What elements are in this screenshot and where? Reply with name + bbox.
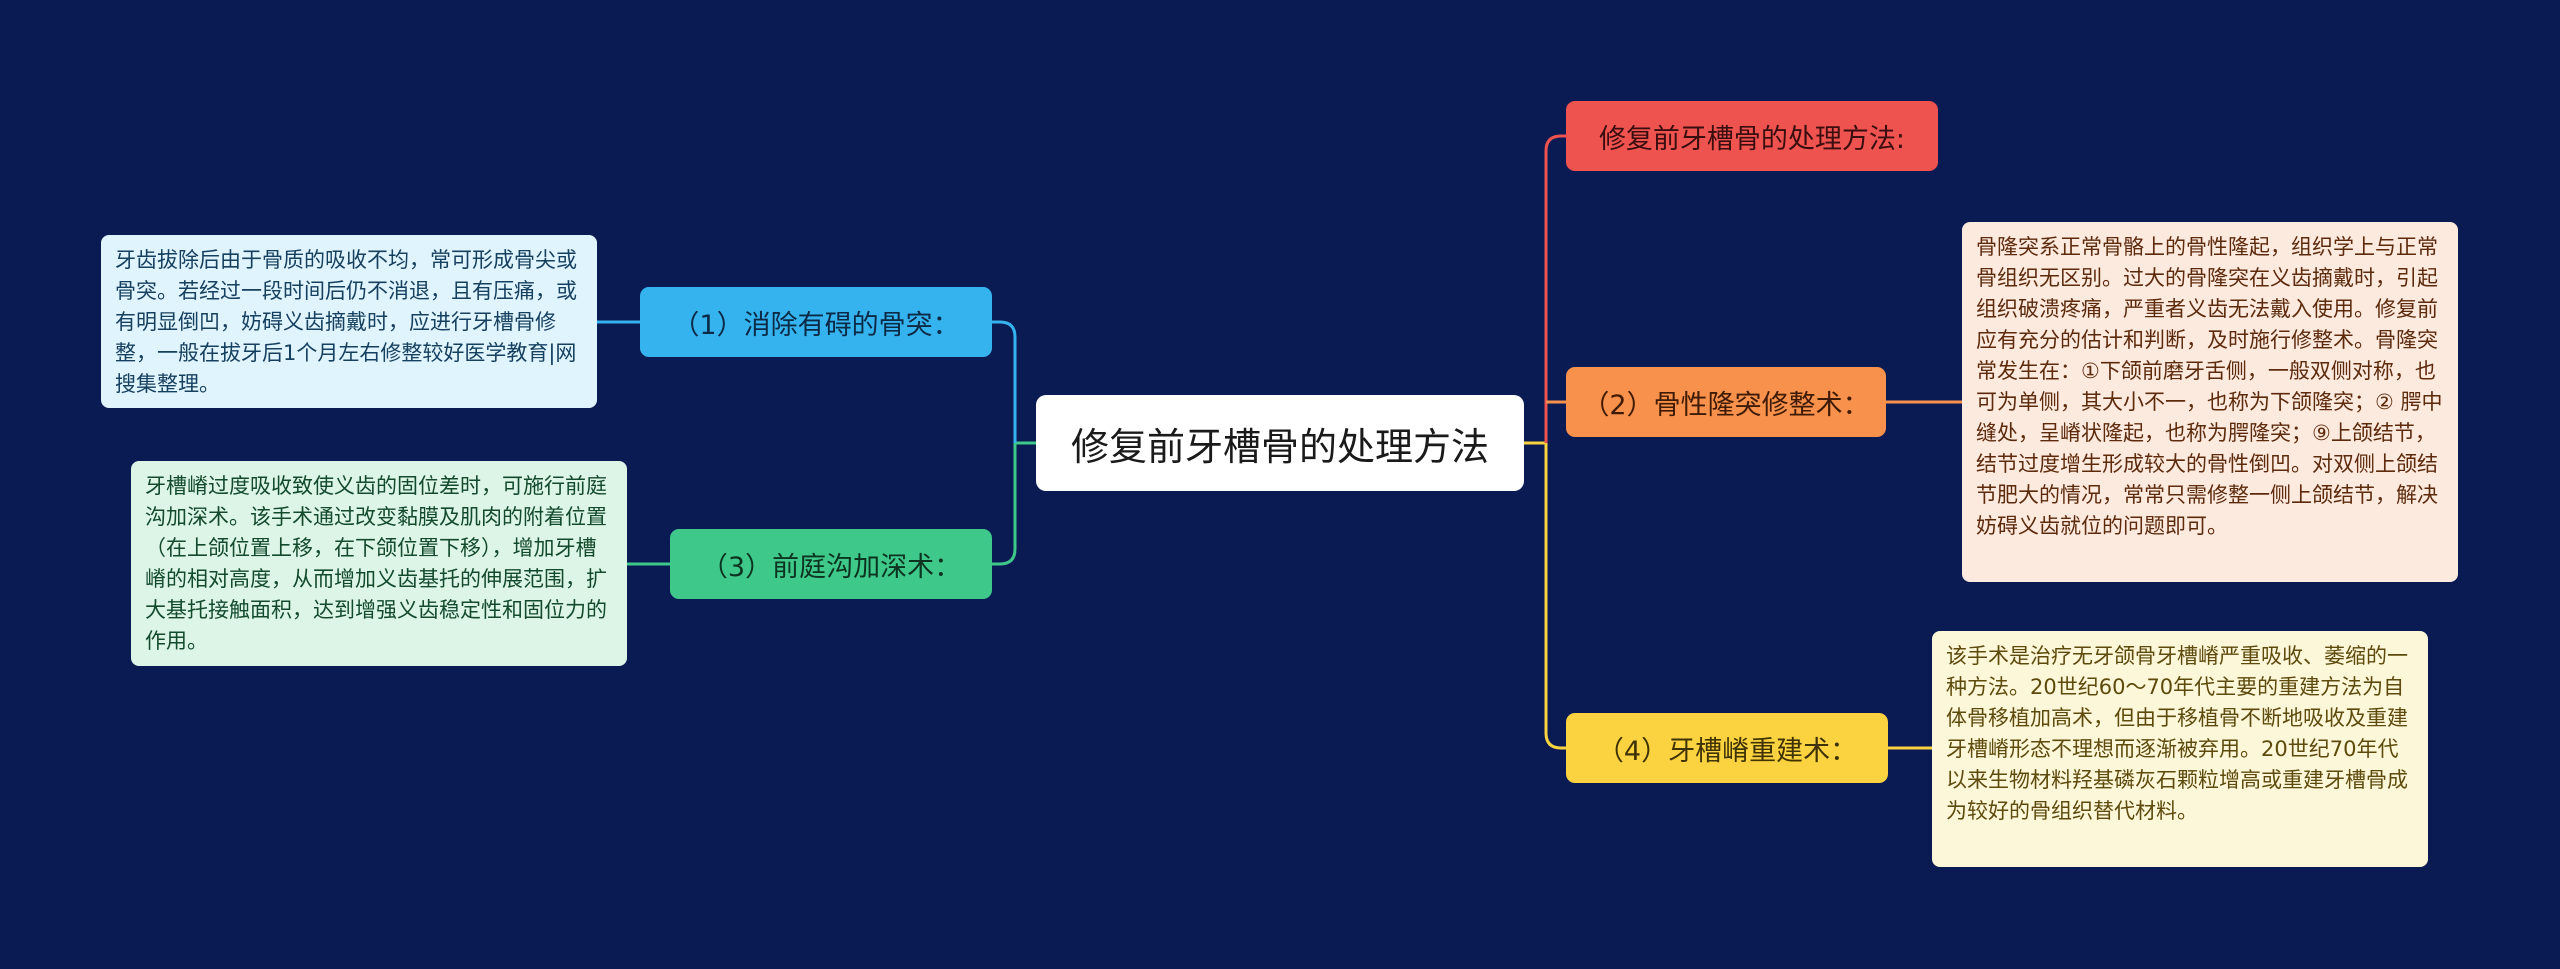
- note-remove-bone-spur[interactable]: 牙齿拔除后由于骨质的吸收不均，常可形成骨尖或骨突。若经过一段时间后仍不消退，且有…: [101, 235, 597, 408]
- note-torus-reduction[interactable]: 骨隆突系正常骨骼上的骨性隆起，组织学上与正常骨组织无区别。过大的骨隆突在义齿摘戴…: [1962, 222, 2458, 582]
- branch-vestibuloplasty[interactable]: （3）前庭沟加深术：: [670, 529, 992, 599]
- connector-right-title: [1544, 134, 1566, 443]
- branch-remove-bone-spur[interactable]: （1）消除有碍的骨突：: [640, 287, 992, 357]
- note-vestibuloplasty[interactable]: 牙槽嵴过度吸收致使义齿的固位差时，可施行前庭沟加深术。该手术通过改变黏膜及肌肉的…: [131, 461, 627, 666]
- branch-torus-reduction[interactable]: （2）骨性隆突修整术：: [1566, 367, 1886, 437]
- connector-left-l1: [992, 320, 1017, 443]
- branch-ridge-reconstruction[interactable]: （4）牙槽嵴重建术：: [1566, 713, 1888, 783]
- note-ridge-reconstruction[interactable]: 该手术是治疗无牙颌骨牙槽嵴严重吸收、萎缩的一种方法。20世纪60～70年代主要的…: [1932, 631, 2428, 867]
- connector-right-r4: [1544, 443, 1566, 750]
- root-topic[interactable]: 修复前牙槽骨的处理方法: [1036, 395, 1524, 491]
- branch-title[interactable]: 修复前牙槽骨的处理方法:: [1566, 101, 1938, 171]
- connector-left-l3: [992, 443, 1017, 566]
